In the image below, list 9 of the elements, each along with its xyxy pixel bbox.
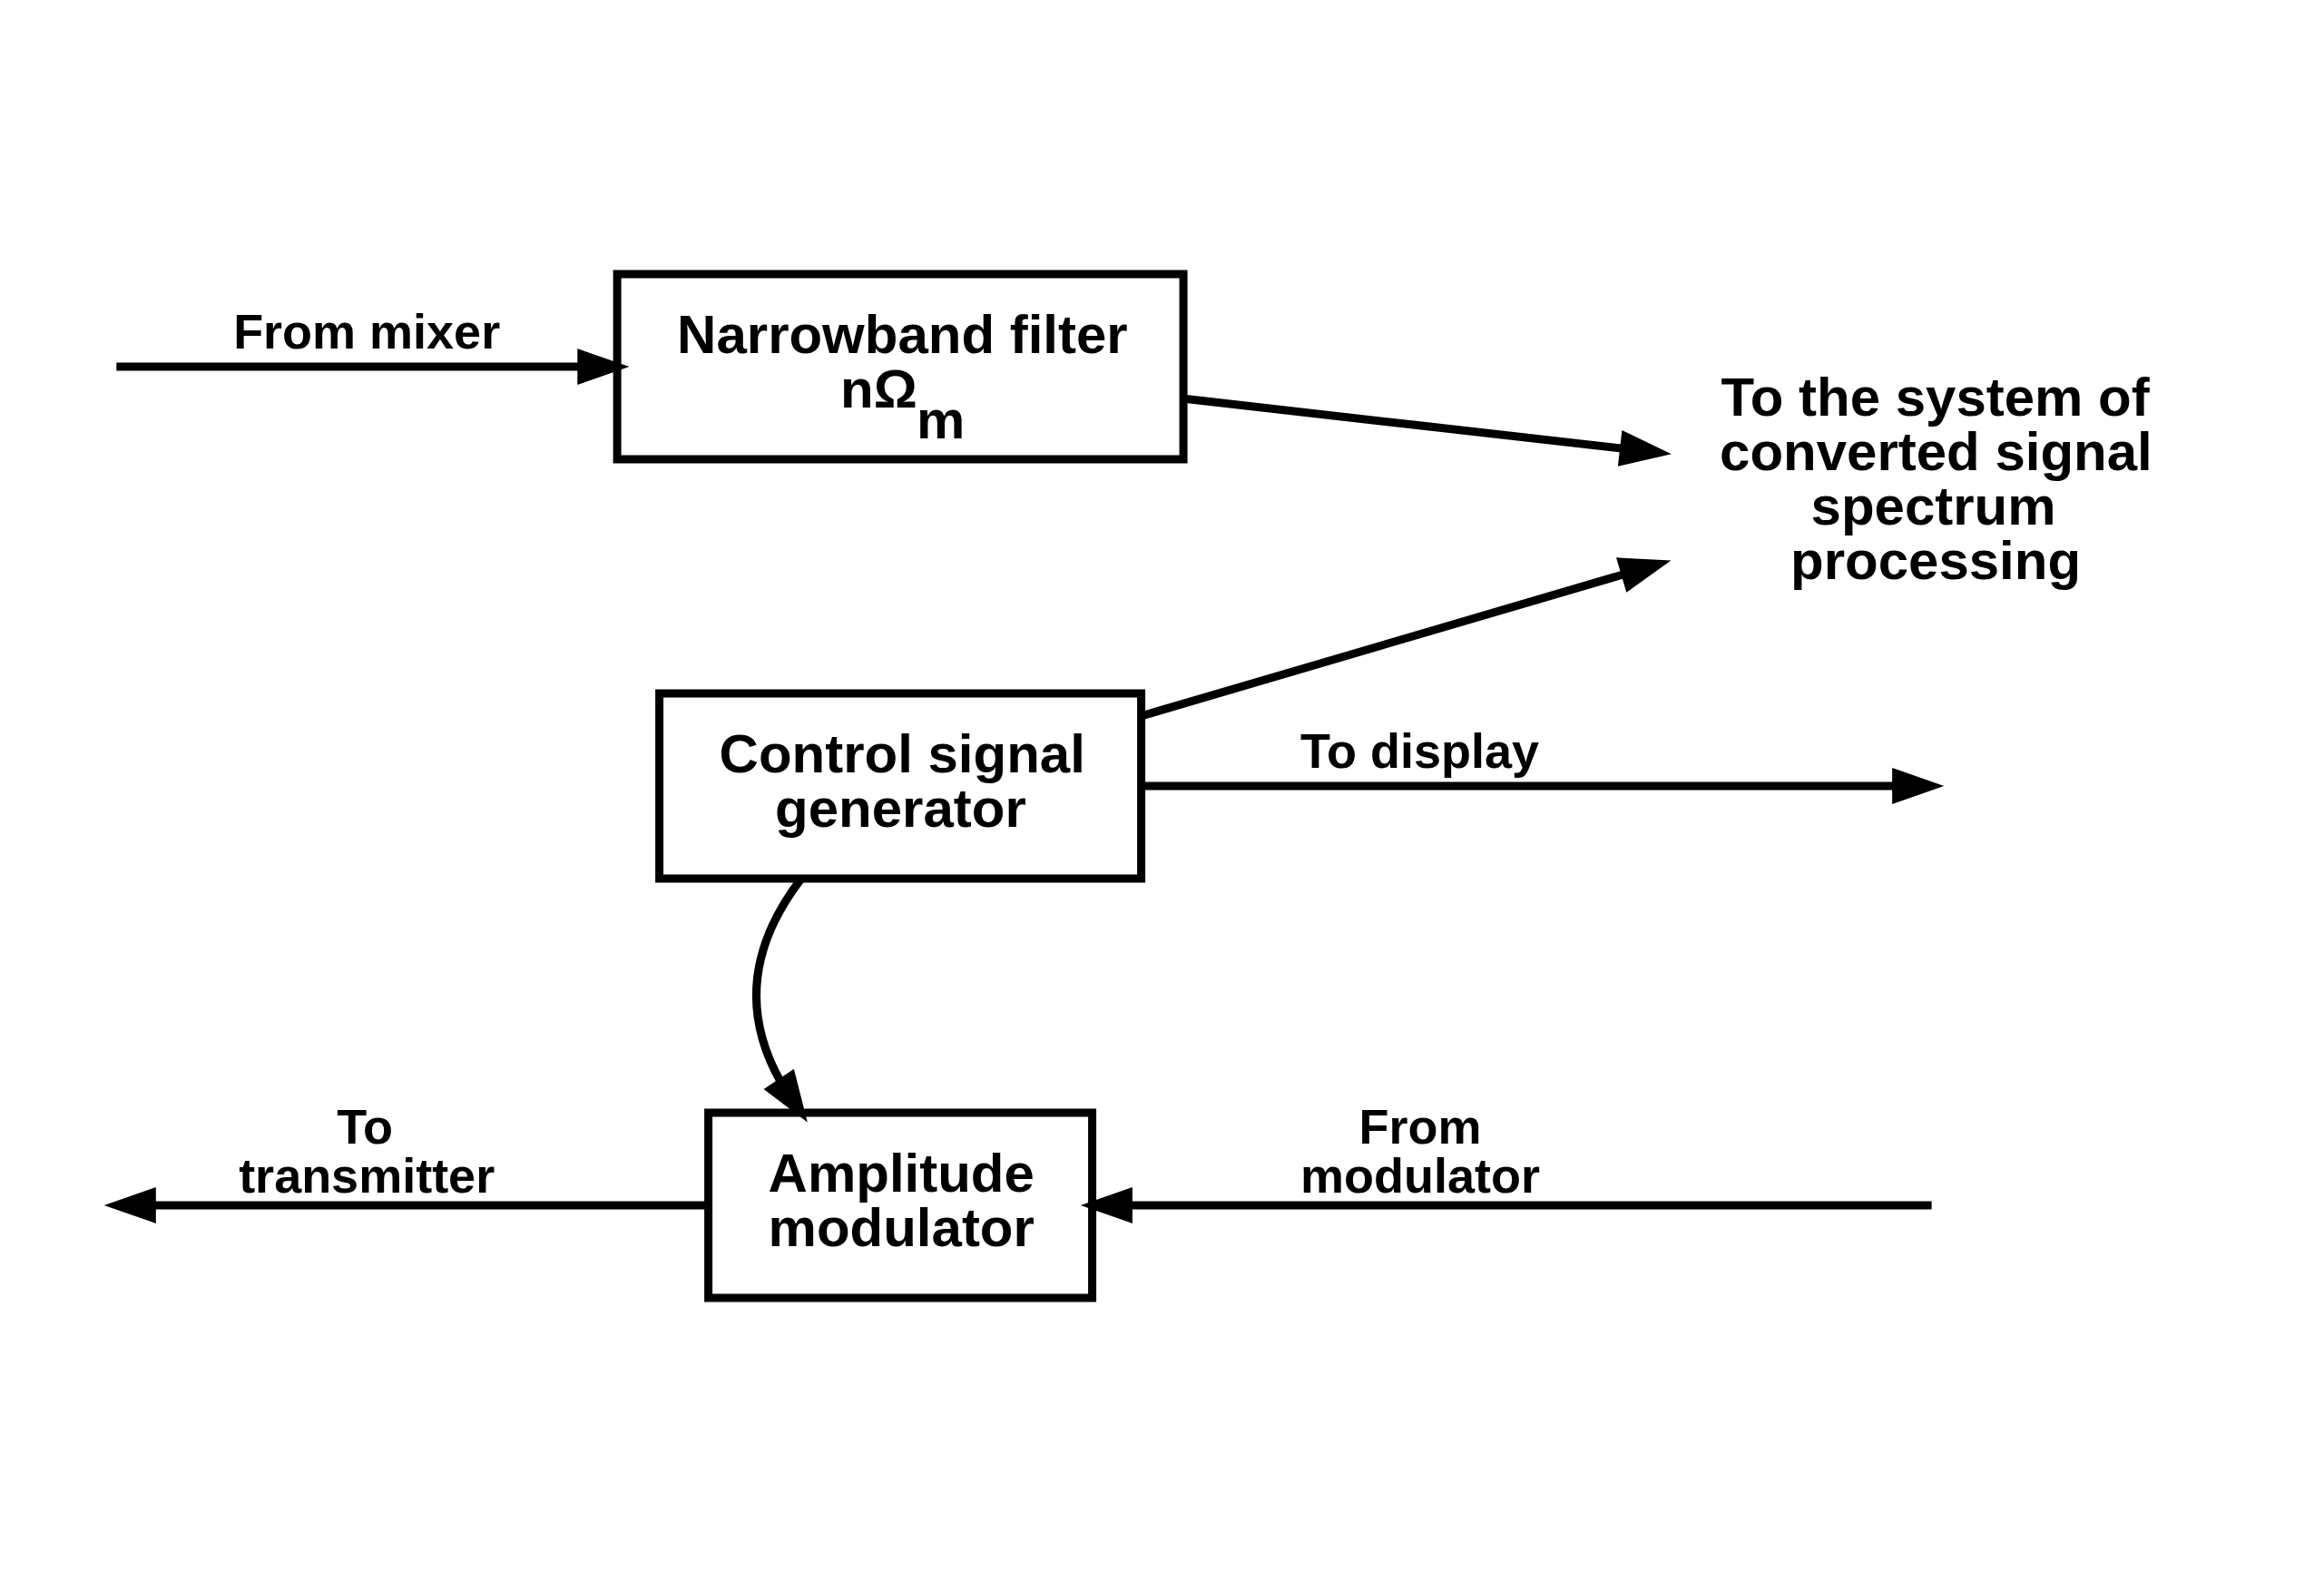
edge-label: To transmitter (239, 1099, 495, 1204)
arrow (116, 349, 630, 386)
node-box: Control signal generator (655, 689, 1146, 883)
edge-label: From modulator (1300, 1099, 1540, 1204)
node-text: To the system of converted signal spectrum processing (1720, 367, 2152, 592)
edge-label: From mixer (233, 304, 501, 359)
arrow (1080, 1186, 1932, 1223)
node-box: Amplitude modulator (704, 1108, 1097, 1302)
edge-label: To display (1300, 723, 1540, 779)
